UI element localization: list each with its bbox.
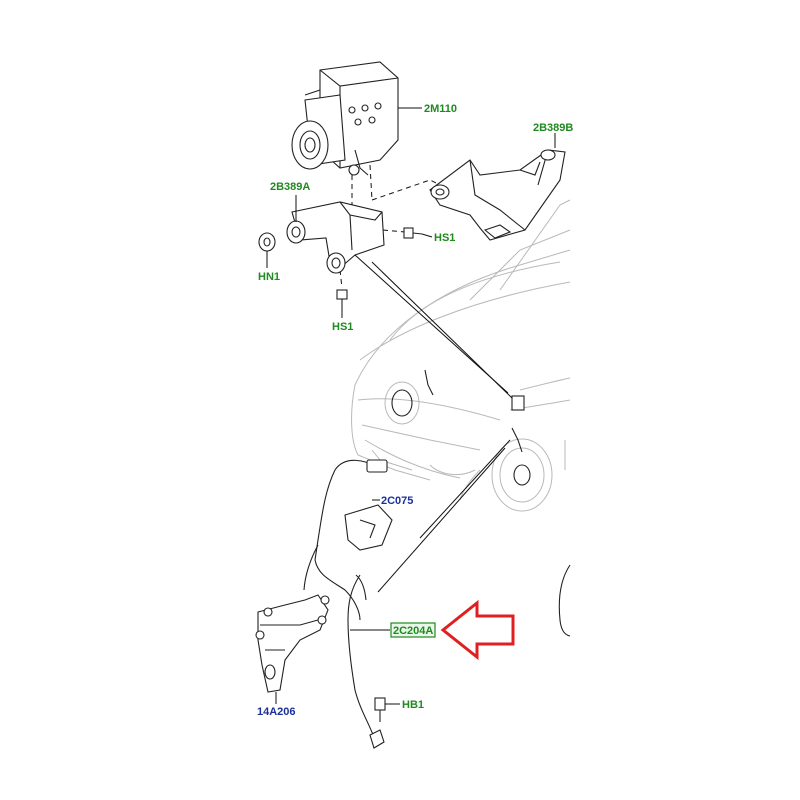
screw-bottom [336, 289, 348, 310]
label-HS1-right: HS1 [434, 232, 455, 244]
label-2B389B: 2B389B [533, 122, 573, 134]
alignment-line-5 [339, 269, 343, 289]
alignment-line-4 [382, 229, 406, 233]
nut-left [258, 232, 276, 252]
label-HN1: HN1 [258, 271, 280, 283]
bracket-left [286, 201, 385, 274]
highlight-box [390, 622, 436, 638]
vehicle-outline [351, 199, 571, 512]
bolt [374, 697, 386, 722]
adjacent-cable [558, 564, 571, 637]
label-2C204A: 2C204A [393, 625, 433, 637]
lower-bracket [255, 594, 330, 693]
label-2M110: 2M110 [424, 103, 457, 115]
label-HS1-bottom: HS1 [332, 321, 353, 333]
callout-line-2 [371, 261, 513, 399]
leader-HS1-right [421, 233, 433, 238]
label-HB1: HB1 [402, 699, 424, 711]
label-2C075: 2C075 [381, 495, 413, 507]
abs-module [291, 61, 399, 176]
sensor-harness [303, 459, 388, 749]
bracket-right [429, 149, 566, 241]
clip-bracket [344, 504, 393, 551]
red-arrow [440, 599, 515, 661]
label-2B389A: 2B389A [270, 181, 310, 193]
callout-line-3 [377, 447, 506, 593]
alignment-line-2 [369, 164, 373, 201]
label-14A206: 14A206 [257, 706, 296, 718]
callout-line-4 [419, 439, 511, 539]
alignment-line-3 [371, 179, 441, 201]
screw-right [403, 227, 423, 239]
